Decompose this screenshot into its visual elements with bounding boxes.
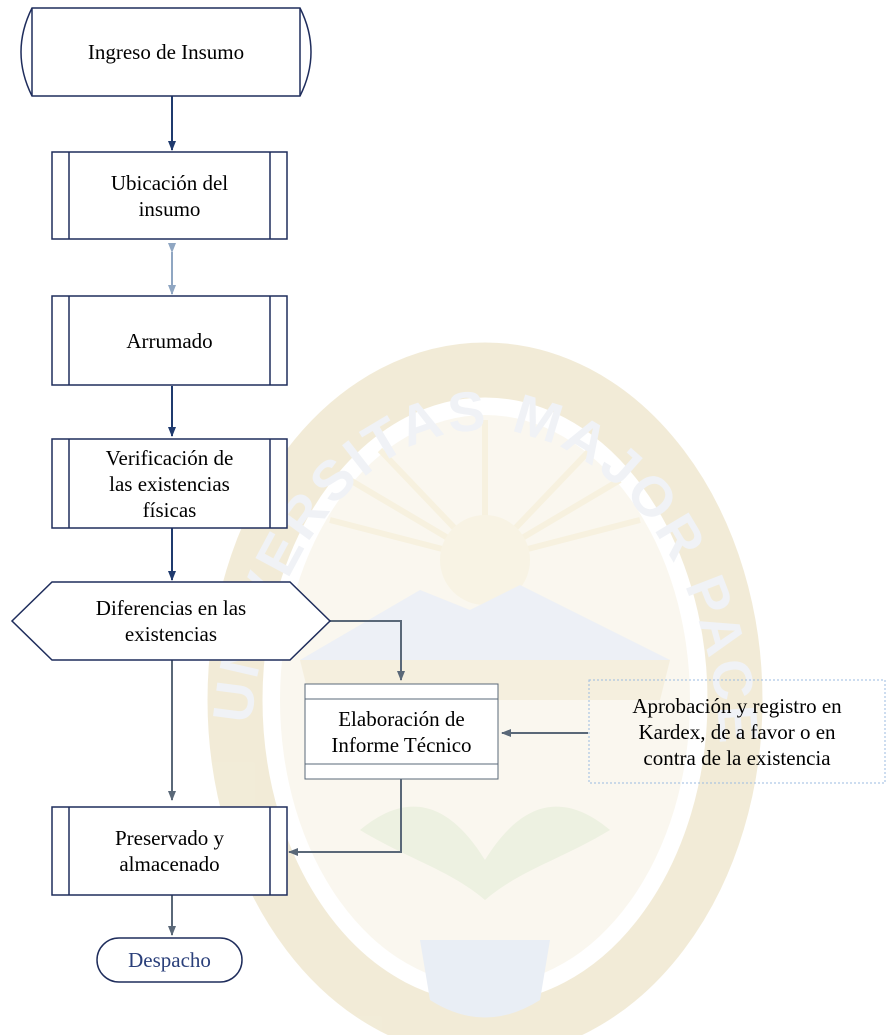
node-verificacion-shape [51, 438, 288, 529]
aprobacion-text: Aprobación y registro en Kardex, de a fa… [632, 693, 842, 770]
node-despacho-shape [96, 937, 243, 983]
node-preservado-label: Preservado y almacenado [71, 808, 268, 894]
despacho-text: Despacho [128, 948, 211, 972]
node-arrumado-shape [51, 295, 288, 386]
node-aprobacion-label: Aprobación y registro en Kardex, de a fa… [590, 681, 884, 782]
preservado-text: Preservado y almacenado [114, 826, 225, 876]
shield-shape [420, 940, 550, 1018]
node-diferencias-label: Diferencias en las existencias [30, 583, 312, 659]
mountain-shape [300, 585, 670, 660]
node-informe-shape [304, 683, 499, 780]
node-ubicacion-shape [51, 151, 288, 240]
ingreso-text: Ingreso de Insumo [87, 40, 245, 64]
diferencias-text: Diferencias en las existencias [95, 596, 247, 646]
node-preservado-shape [51, 806, 288, 896]
node-verificacion-label: Verificación de las existencias físicas [63, 440, 276, 527]
node-diferencias-shape [10, 581, 332, 661]
verificacion-text: Verificación de las existencias físicas [105, 445, 234, 522]
node-despacho-label: Despacho [98, 939, 241, 981]
ubicacion-text: Ubicación del insumo [110, 170, 229, 221]
informe-text: Elaboración de Informe Técnico [331, 706, 472, 757]
node-ingreso-label: Ingreso de Insumo [40, 10, 292, 94]
node-arrumado-label: Arrumado [71, 297, 268, 384]
node-ingreso-shape [20, 7, 312, 97]
node-ubicacion-label: Ubicación del insumo [71, 153, 268, 238]
arrumado-text: Arrumado [126, 328, 213, 353]
leaf-decor [360, 806, 610, 900]
node-aprobacion-shape [588, 679, 886, 784]
connectors [168, 96, 588, 936]
node-informe-label: Elaboración de Informe Técnico [306, 700, 497, 763]
